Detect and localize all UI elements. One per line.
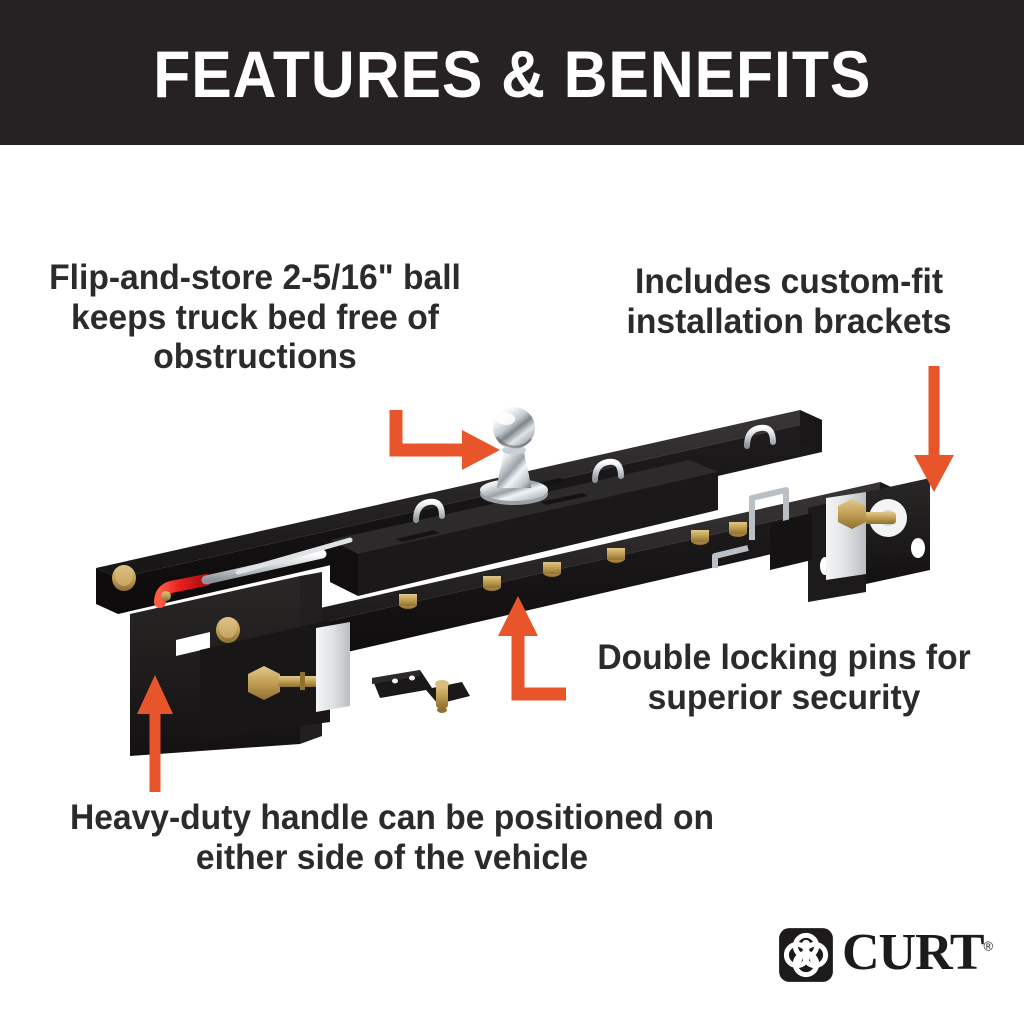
logo-wordmark: CURT®: [842, 927, 993, 979]
logo-wordmark-text: CURT: [842, 924, 985, 981]
callout-text-brackets: Includes custom-fit installation bracket…: [626, 262, 952, 341]
registered-trademark-symbol: ®: [983, 938, 994, 954]
header-bar: FEATURES & BENEFITS: [0, 0, 1024, 145]
curt-logo: CURT®: [778, 922, 993, 988]
callout-text-ball: Flip-and-store 2-5/16" ball keeps truck …: [49, 258, 461, 377]
curt-clover-mark: [779, 928, 833, 982]
page-title: FEATURES & BENEFITS: [152, 36, 872, 111]
callout-text-handle: Heavy-duty handle can be positioned on e…: [69, 798, 715, 877]
callout-text-pins: Double locking pins for superior securit…: [597, 638, 971, 717]
